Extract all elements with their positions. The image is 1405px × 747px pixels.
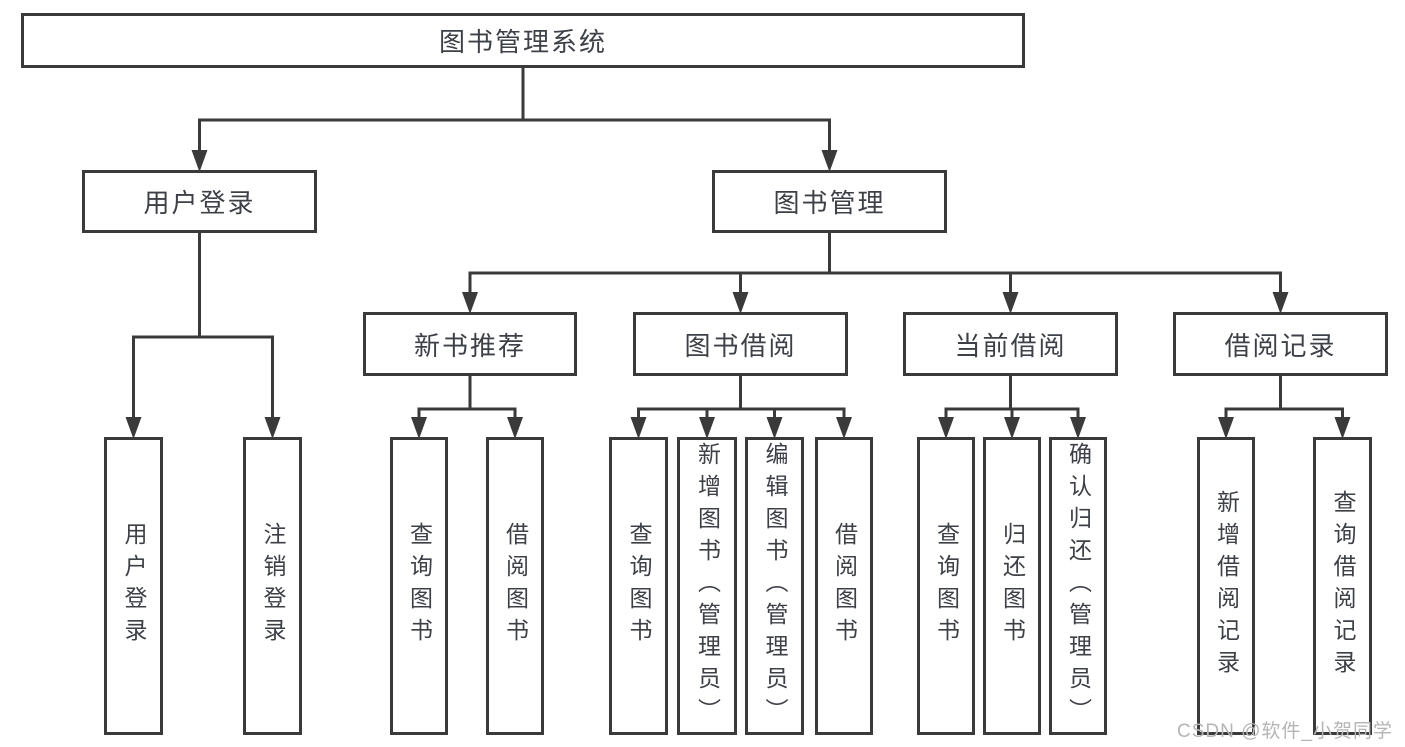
node-label: 借阅图书 [831, 522, 858, 650]
leaf-query-borrow-record: 查询借阅记录 [1313, 437, 1372, 735]
node-label: 用户登录 [143, 188, 256, 218]
leaf-query-books: 查询图书 [917, 437, 975, 735]
node-label: 借阅记录 [1224, 330, 1337, 361]
node-label: 查询借阅记录 [1330, 490, 1356, 682]
leaf-edit-books-admin: 编辑图书（管理员） [745, 437, 804, 735]
node-label: 新书推荐 [413, 330, 526, 361]
leaf-add-books-admin: 新增图书（管理员） [677, 437, 737, 735]
node-label: 编辑图书（管理员） [762, 442, 788, 730]
leaf-borrow-books: 借阅图书 [486, 437, 544, 735]
leaf-borrow-books: 借阅图书 [815, 437, 873, 735]
leaf-confirm-return-admin: 确认归还（管理员） [1049, 437, 1107, 735]
leaf-logout: 注销登录 [243, 437, 302, 735]
node-label: 查询图书 [626, 522, 652, 650]
node-label: 用户登录 [121, 522, 147, 650]
leaf-return-books: 归还图书 [983, 437, 1041, 735]
node-system-root: 图书管理系统 [21, 13, 1025, 68]
node-label: 图书管理系统 [438, 27, 607, 57]
node-label: 当前借阅 [954, 330, 1067, 361]
leaf-user-login: 用户登录 [104, 437, 163, 735]
node-borrow-record: 借阅记录 [1173, 312, 1388, 376]
node-label: 确认归还（管理员） [1065, 442, 1092, 730]
node-label: 归还图书 [999, 522, 1026, 650]
node-label: 新增借阅记录 [1213, 490, 1240, 682]
leaf-add-borrow-record: 新增借阅记录 [1197, 437, 1255, 735]
node-new-book-recommend: 新书推荐 [363, 312, 577, 376]
node-label: 注销登录 [260, 522, 286, 650]
node-label: 图书管理 [773, 188, 886, 218]
node-label: 查询图书 [406, 522, 433, 650]
csdn-watermark: CSDN @软件_小贺同学 [1177, 721, 1393, 742]
node-book-management: 图书管理 [712, 170, 947, 233]
node-label: 图书借阅 [684, 330, 797, 361]
leaf-query-books: 查询图书 [390, 437, 448, 735]
node-label: 借阅图书 [502, 522, 529, 650]
node-user-login: 用户登录 [82, 170, 317, 233]
node-label: 新增图书（管理员） [694, 442, 721, 730]
node-current-borrow: 当前借阅 [903, 312, 1118, 376]
node-book-borrow: 图书借阅 [633, 312, 848, 376]
leaf-query-books: 查询图书 [609, 437, 668, 735]
node-label: 查询图书 [933, 522, 960, 650]
